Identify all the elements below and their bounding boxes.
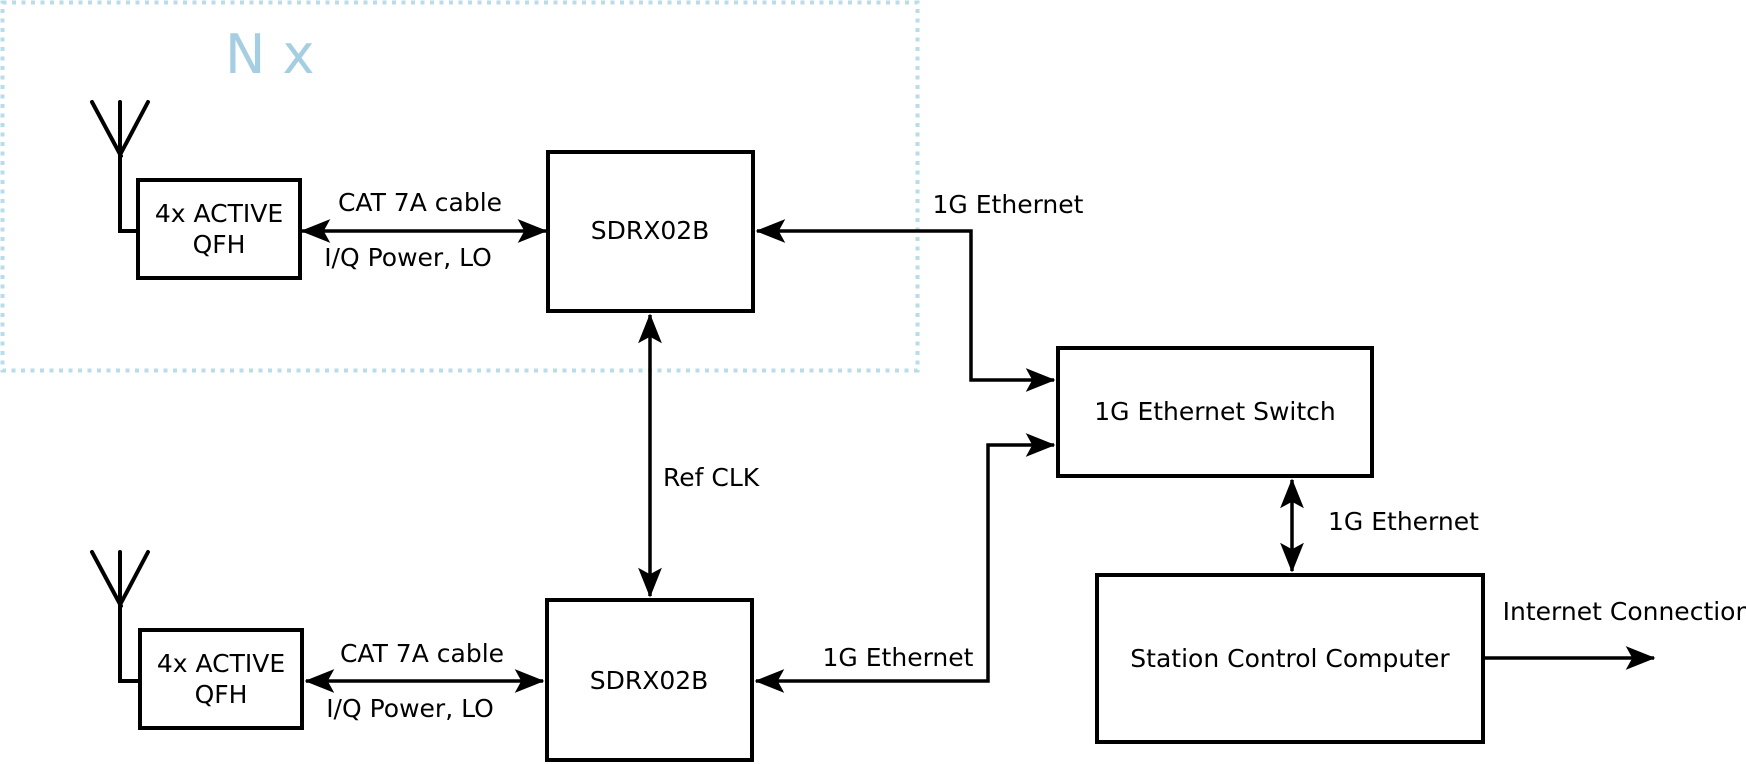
qfh-bottom-label-line2: QFH: [195, 680, 248, 709]
qfh-top-label-line1: 4x ACTIVE: [155, 199, 283, 228]
ethernet-switch-box: [1056, 346, 1374, 478]
ethernet-top-label: 1G Ethernet: [933, 190, 1084, 219]
ethernet-bottom-label: 1G Ethernet: [823, 643, 974, 672]
qfh-bottom-label-line1: 4x ACTIVE: [157, 649, 285, 678]
ethernet-switch-label: 1G Ethernet Switch: [1094, 397, 1336, 426]
ref-clk-label: Ref CLK: [663, 463, 760, 492]
antenna-top-icon: [90, 100, 150, 233]
iq-power-top-label: I/Q Power, LO: [324, 243, 492, 272]
cat7a-bottom-label: CAT 7A cable: [340, 639, 504, 668]
station-computer-label: Station Control Computer: [1130, 644, 1450, 673]
sdrx-top-label: SDRX02B: [591, 216, 710, 245]
station-computer-box: [1095, 573, 1485, 744]
internet-label: Internet Connection: [1503, 597, 1746, 626]
replicated-group-outline: [0, 0, 920, 373]
ethernet-top-arrow: [755, 219, 1056, 392]
iq-power-bottom-label: I/Q Power, LO: [326, 694, 494, 723]
switch-computer-label: 1G Ethernet: [1328, 507, 1479, 536]
sdrx-bottom-label: SDRX02B: [590, 666, 709, 695]
antenna-bottom-icon: [90, 550, 150, 683]
sdrx-bottom-box: [545, 598, 754, 762]
qfh-top-label-line2: QFH: [193, 230, 246, 259]
qfh-top-box: [136, 178, 302, 280]
replication-count-label: N x: [225, 23, 315, 86]
qfh-bottom-box: [138, 628, 304, 730]
ethernet-bottom-arrow: [754, 433, 1056, 693]
cat7a-top-label: CAT 7A cable: [338, 188, 502, 217]
sdrx-top-box: [546, 150, 755, 313]
